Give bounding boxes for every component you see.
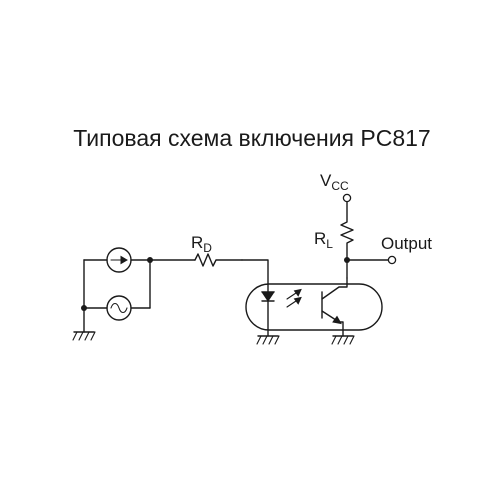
dc-source-icon	[106, 247, 132, 273]
light-emission-icon	[286, 288, 302, 308]
rl-label: RL	[314, 229, 333, 251]
diagram-title: Типовая схема включения PC817	[73, 125, 430, 151]
ground-icon	[72, 331, 96, 341]
vcc-label: VCC	[320, 171, 349, 193]
output-label: Output	[381, 234, 432, 253]
phototransistor-icon	[321, 277, 348, 337]
resistor-rl	[340, 201, 354, 279]
junction-dot	[147, 257, 153, 263]
ground-icon	[256, 335, 280, 345]
ground-icon	[331, 335, 355, 345]
vcc-terminal	[342, 193, 352, 203]
rd-label: RD	[191, 233, 212, 255]
output-terminal	[387, 255, 397, 265]
junction-dot	[81, 305, 87, 311]
led-icon	[261, 283, 275, 337]
optocoupler-package	[245, 283, 383, 331]
resistor-rd	[194, 253, 243, 267]
input-source-loop	[81, 257, 196, 333]
ac-source-icon	[106, 295, 132, 321]
